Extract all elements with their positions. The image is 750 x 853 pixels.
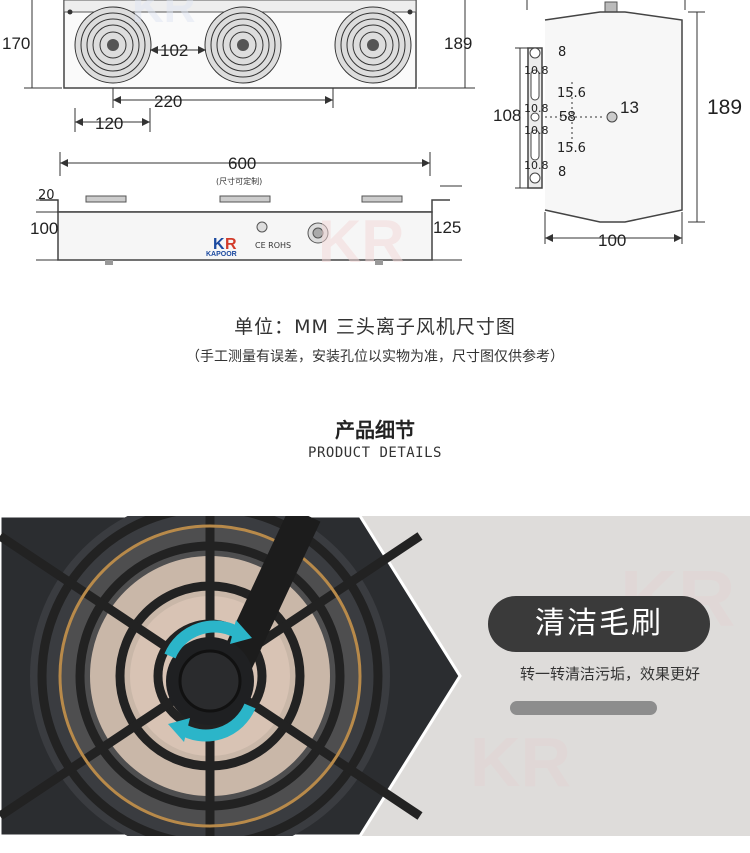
side-dim-189: 189 bbox=[707, 96, 743, 119]
side-dim-58: 58 bbox=[559, 108, 576, 125]
feature-underline-bar bbox=[510, 701, 657, 715]
dim-width-600: 600 bbox=[228, 154, 257, 173]
side-dim-15-6-b: 15.6 bbox=[557, 141, 586, 156]
side-dim-8-bottom: 8 bbox=[558, 165, 567, 180]
feature-label-pill: 清洁毛刷 bbox=[488, 596, 710, 652]
dim-custom-note: (尺寸可定制) bbox=[216, 177, 263, 186]
side-dim-10-8-d: 10.8 bbox=[524, 159, 549, 172]
side-dim-hole-13: 13 bbox=[620, 98, 639, 117]
svg-text:R: R bbox=[225, 236, 237, 253]
dim-body-100: 100 bbox=[30, 219, 59, 238]
dim-flange-20: 20 bbox=[38, 188, 55, 203]
side-dim-10-8-b: 10.8 bbox=[524, 102, 549, 115]
dimension-drawing: K R KR KR bbox=[24, 0, 705, 275]
fan-middle bbox=[204, 6, 282, 84]
panel-marks: CE ROHS bbox=[255, 241, 292, 250]
fan-right bbox=[334, 6, 412, 84]
section-title-cn: 产品细节 bbox=[335, 418, 415, 442]
svg-text:K: K bbox=[213, 236, 225, 253]
svg-text:KR: KR bbox=[318, 208, 405, 275]
dim-fan-pitch-120: 120 bbox=[95, 114, 124, 133]
side-dim-10-8-a: 10.8 bbox=[524, 64, 549, 77]
dim-height-170: 170 bbox=[2, 34, 31, 53]
dim-right-189: 189 bbox=[444, 34, 473, 53]
svg-text:KR: KR bbox=[132, 0, 196, 32]
panel-logo-text: KAPOOR bbox=[206, 251, 237, 258]
product-photo-brush: KR KR bbox=[0, 516, 750, 836]
side-dim-108: 108 bbox=[493, 106, 522, 125]
drawing-title: 单位：MM 三头离子风机尺寸图 bbox=[234, 316, 516, 338]
side-dim-8-top: 8 bbox=[558, 45, 567, 60]
side-dim-15-6-a: 15.6 bbox=[557, 86, 586, 101]
section-title-en: PRODUCT DETAILS bbox=[308, 445, 442, 461]
side-dim-10-8-c: 10.8 bbox=[524, 124, 549, 137]
dim-fan-102: 102 bbox=[160, 41, 189, 60]
dim-total-125: 125 bbox=[433, 218, 462, 237]
side-dim-width-100: 100 bbox=[598, 231, 627, 250]
feature-description: 转一转清洁污垢，效果更好 bbox=[519, 665, 700, 683]
dim-pitch-220: 220 bbox=[154, 92, 183, 111]
svg-text:KR: KR bbox=[470, 723, 571, 801]
fan-left bbox=[74, 6, 152, 84]
drawing-note: （手工测量有误差，安装孔位以实物为准，尺寸图仅供参考） bbox=[186, 349, 564, 365]
